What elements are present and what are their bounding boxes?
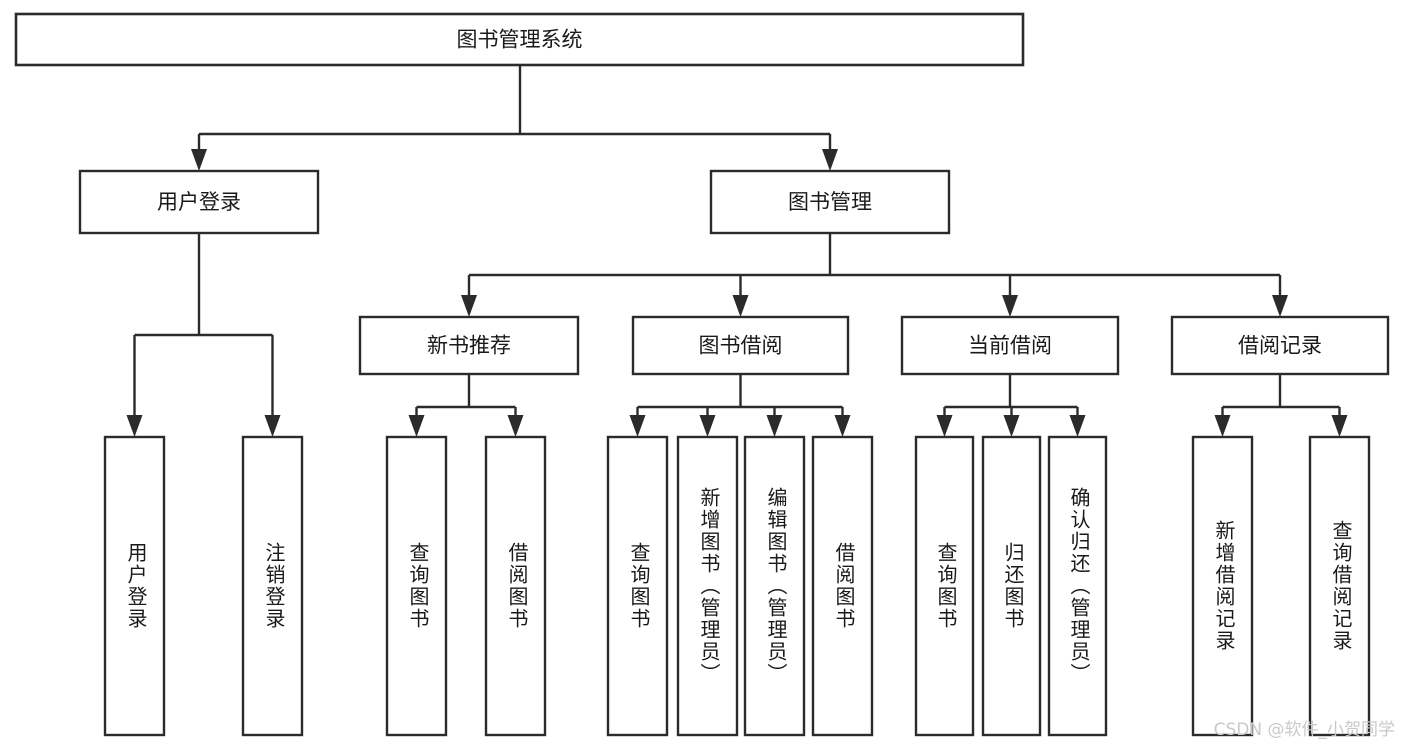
node-box-leaf-add-book[interactable] xyxy=(676,435,739,737)
node-label-leaf-add-record: 新增借阅记录 xyxy=(1212,520,1236,652)
node-user-login[interactable]: 用户登录 xyxy=(78,169,320,235)
node-label-leaf-add-book: 新增图书（管理员） xyxy=(697,487,721,685)
node-leaf-add-book[interactable]: 新增图书（管理员） xyxy=(676,435,739,737)
node-leaf-query-book-borrow[interactable]: 查询图书 xyxy=(606,435,669,737)
node-leaf-add-record[interactable]: 新增借阅记录 xyxy=(1191,435,1254,737)
node-leaf-borrow-book-rec[interactable]: 借阅图书 xyxy=(484,435,547,737)
node-label-book-manage: 图书管理 xyxy=(788,190,872,214)
node-box-leaf-logout[interactable] xyxy=(241,435,304,737)
node-box-user-login[interactable] xyxy=(78,169,320,235)
node-box-current-borrow[interactable] xyxy=(900,315,1120,376)
node-book-borrow[interactable]: 图书借阅 xyxy=(631,315,850,376)
arrow-head-icon-leaf-query-record xyxy=(1331,415,1348,437)
arrow-head-icon-leaf-logout xyxy=(264,415,281,437)
node-current-borrow[interactable]: 当前借阅 xyxy=(900,315,1120,376)
node-leaf-borrow-book[interactable]: 借阅图书 xyxy=(811,435,874,737)
node-label-leaf-borrow-book: 借阅图书 xyxy=(832,542,856,630)
node-label-leaf-edit-book: 编辑图书（管理员） xyxy=(764,487,788,685)
node-box-leaf-confirm-return[interactable] xyxy=(1047,435,1108,737)
connectors-layer xyxy=(126,65,1348,437)
node-box-leaf-edit-book[interactable] xyxy=(743,435,806,737)
node-book-manage[interactable]: 图书管理 xyxy=(709,169,951,235)
node-box-book-manage[interactable] xyxy=(709,169,951,235)
node-label-borrow-record: 借阅记录 xyxy=(1238,334,1322,358)
node-label-root: 图书管理系统 xyxy=(457,28,583,52)
node-leaf-user-login[interactable]: 用户登录 xyxy=(103,435,166,737)
arrow-head-icon-leaf-borrow-book-rec xyxy=(507,415,524,437)
node-box-leaf-user-login[interactable] xyxy=(103,435,166,737)
arrow-head-icon-leaf-query-book-borrow xyxy=(629,415,646,437)
node-box-leaf-query-book-rec[interactable] xyxy=(385,435,448,737)
node-leaf-query-book-rec[interactable]: 查询图书 xyxy=(385,435,448,737)
node-box-leaf-borrow-book[interactable] xyxy=(811,435,874,737)
node-leaf-confirm-return[interactable]: 确认归还（管理员） xyxy=(1047,435,1108,737)
csdn-watermark: CSDN @软件_小贺同学 xyxy=(1214,720,1395,740)
node-leaf-logout[interactable]: 注销登录 xyxy=(241,435,304,737)
node-label-book-borrow: 图书借阅 xyxy=(699,334,783,358)
nodes-layer: 图书管理系统用户登录图书管理新书推荐图书借阅当前借阅借阅记录用户登录注销登录查询… xyxy=(14,12,1390,737)
node-label-leaf-return-book: 归还图书 xyxy=(1001,542,1025,630)
node-box-book-borrow[interactable] xyxy=(631,315,850,376)
node-label-leaf-query-record: 查询借阅记录 xyxy=(1329,520,1353,652)
node-box-leaf-borrow-book-rec[interactable] xyxy=(484,435,547,737)
arrow-head-icon-new-book-rec xyxy=(461,295,477,317)
arrow-head-icon-leaf-user-login xyxy=(126,415,143,437)
node-box-leaf-query-record[interactable] xyxy=(1308,435,1371,737)
node-label-new-book-rec: 新书推荐 xyxy=(427,334,511,358)
arrow-head-icon-book-borrow xyxy=(732,295,749,317)
node-leaf-query-book-cur[interactable]: 查询图书 xyxy=(914,435,975,737)
node-box-leaf-return-book[interactable] xyxy=(981,435,1042,737)
arrow-head-icon-leaf-edit-book xyxy=(766,415,783,437)
node-leaf-return-book[interactable]: 归还图书 xyxy=(981,435,1042,737)
node-box-borrow-record[interactable] xyxy=(1170,315,1390,376)
arrow-head-icon-book-manage xyxy=(822,149,838,171)
arrow-head-icon-leaf-query-book-cur xyxy=(936,415,953,437)
arrow-head-icon-leaf-add-record xyxy=(1214,415,1231,437)
node-label-current-borrow: 当前借阅 xyxy=(968,334,1052,358)
arrow-head-icon-current-borrow xyxy=(1002,295,1018,317)
node-label-leaf-logout: 注销登录 xyxy=(262,542,286,630)
arrow-head-icon-leaf-add-book xyxy=(699,415,716,437)
node-root[interactable]: 图书管理系统 xyxy=(14,12,1025,67)
node-label-leaf-query-book-borrow: 查询图书 xyxy=(627,542,651,630)
node-box-leaf-query-book-cur[interactable] xyxy=(914,435,975,737)
node-leaf-query-record[interactable]: 查询借阅记录 xyxy=(1308,435,1371,737)
node-box-leaf-query-book-borrow[interactable] xyxy=(606,435,669,737)
node-box-root[interactable] xyxy=(14,12,1025,67)
arrow-head-icon-leaf-return-book xyxy=(1003,415,1020,437)
node-box-new-book-rec[interactable] xyxy=(358,315,580,376)
arrow-head-icon-leaf-confirm-return xyxy=(1069,415,1086,437)
arrow-head-icon-leaf-borrow-book xyxy=(834,415,851,437)
node-label-leaf-borrow-book-rec: 借阅图书 xyxy=(505,542,529,630)
node-borrow-record[interactable]: 借阅记录 xyxy=(1170,315,1390,376)
arrow-head-icon-borrow-record xyxy=(1272,295,1288,317)
node-new-book-rec[interactable]: 新书推荐 xyxy=(358,315,580,376)
node-label-leaf-query-book-cur: 查询图书 xyxy=(934,542,958,630)
node-box-leaf-add-record[interactable] xyxy=(1191,435,1254,737)
node-label-leaf-confirm-return: 确认归还（管理员） xyxy=(1067,487,1091,685)
arrow-head-icon-leaf-query-book-rec xyxy=(408,415,425,437)
node-label-leaf-user-login: 用户登录 xyxy=(124,542,148,630)
node-label-user-login: 用户登录 xyxy=(157,190,241,214)
node-label-leaf-query-book-rec: 查询图书 xyxy=(406,542,430,630)
arrow-head-icon-user-login xyxy=(191,149,207,171)
node-leaf-edit-book[interactable]: 编辑图书（管理员） xyxy=(743,435,806,737)
